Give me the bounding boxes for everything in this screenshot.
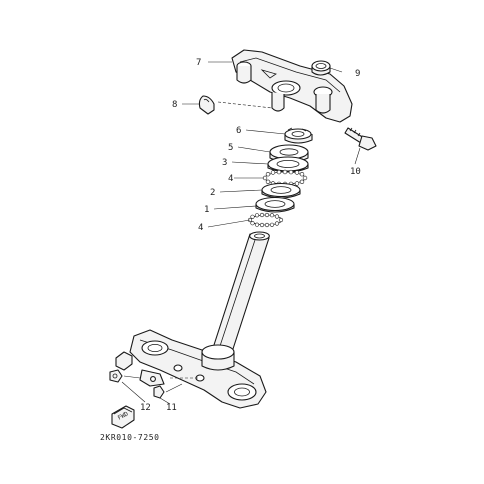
pinch-bolt [344,127,377,151]
bolt-12 [109,369,141,383]
bolt-11 [153,377,198,399]
hose-bracket [115,351,165,387]
callout-3: 3 [222,158,227,168]
callout-5: 5 [228,143,233,153]
lower-bracket [129,329,267,409]
callout-6: 6 [236,126,241,136]
callout-10: 10 [350,167,361,177]
cap-nut [311,60,331,76]
cable-clip [198,95,273,115]
callout-2: 2 [210,188,215,198]
upper-race [267,156,309,173]
lower-ball-ring [247,212,284,228]
callout-4-lower: 4 [198,223,203,233]
middle-race [261,182,301,199]
fwd-label: FWD [117,410,130,421]
leader-lines [121,61,361,405]
callout-8: 8 [172,100,177,110]
callout-4-upper: 4 [228,174,233,184]
ring-nut [284,127,313,144]
upper-bracket [231,49,353,123]
fwd-arrow: FWD [111,405,135,429]
callout-labels: 7 9 8 6 5 3 4 2 1 4 10 12 11 [140,58,361,413]
callout-12: 12 [140,403,151,413]
callout-11: 11 [166,403,177,413]
steering-stem [212,231,270,353]
callout-7: 7 [196,58,201,68]
callout-9: 9 [355,69,360,79]
callout-1: 1 [204,205,209,215]
lower-race [255,196,295,213]
drawing-code: 2KR010-7250 [100,433,160,442]
